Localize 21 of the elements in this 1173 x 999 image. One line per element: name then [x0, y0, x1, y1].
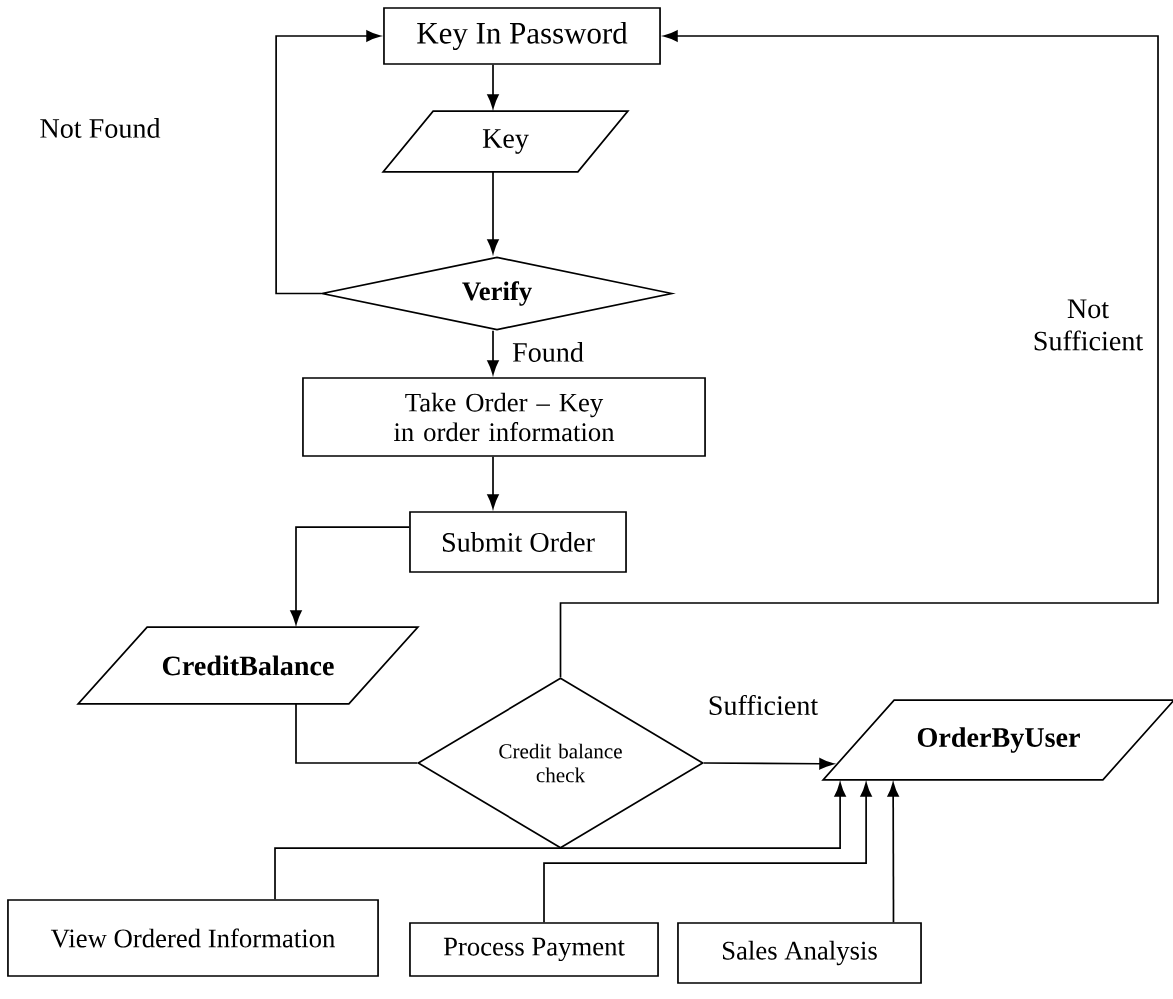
process-box: View Ordered Information	[7, 899, 379, 977]
process-box: Submit Order	[409, 511, 627, 573]
arrow	[487, 330, 499, 375]
arrow	[703, 758, 834, 770]
arrow	[274, 782, 846, 900]
arrow	[275, 30, 381, 295]
edge-label: Sufficient	[705, 692, 821, 718]
process-box: Sales Analysis	[677, 922, 922, 984]
arrow	[290, 526, 410, 625]
process-box: Key In Password	[383, 7, 661, 65]
arrow	[487, 456, 499, 509]
process-box: Take Order – Key in order information	[302, 377, 706, 457]
arrow	[559, 30, 1159, 678]
process-box: Process Payment	[409, 922, 659, 977]
arrow	[543, 782, 872, 923]
edge-label: Not Found	[36, 115, 164, 141]
edge-label: Not Sufficient	[1025, 296, 1151, 354]
arrow	[487, 171, 499, 254]
arrow	[887, 782, 899, 923]
arrow	[487, 64, 499, 109]
edge-label: Found	[509, 339, 587, 365]
